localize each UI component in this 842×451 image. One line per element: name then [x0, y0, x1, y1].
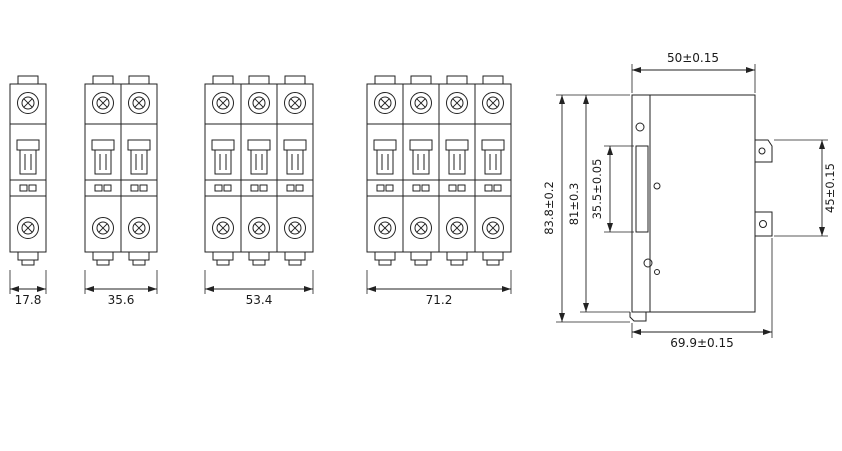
breaker-front-view-1pole: 17.8 — [9, 75, 47, 307]
dimension-recess-height — [604, 145, 634, 233]
dimension-width-3pole — [204, 270, 314, 294]
front-toggle-recess — [635, 145, 649, 233]
rivet-icon — [643, 258, 653, 268]
rivet-icon — [654, 269, 660, 275]
dimension-width-1pole — [9, 270, 47, 294]
dimension-clip-zone-height — [774, 139, 828, 237]
dimension-label-clip-zone-height: 45±0.15 — [823, 163, 837, 213]
breaker-front-view-3pole: 53.4 — [204, 75, 314, 307]
dimension-label-recess-height: 35.5±0.05 — [590, 159, 604, 220]
din-clip-lower-latch — [755, 211, 773, 237]
dimension-overall-depth — [631, 238, 773, 338]
dimension-overall-height — [556, 94, 630, 323]
din-clip-upper-hook — [755, 139, 773, 163]
dimension-label-body-height: 81±0.3 — [567, 183, 581, 226]
dimension-label-overall-height: 83.8±0.2 — [542, 181, 556, 235]
breaker-front-view-2pole: 35.6 — [84, 75, 158, 307]
rivet-icon — [635, 122, 645, 132]
dimension-label-width-3pole: 53.4 — [246, 293, 273, 307]
dimension-label-top-width: 50±0.15 — [667, 51, 719, 65]
front-views: 17.8 35.6 — [9, 75, 512, 307]
dimension-label-width-1pole: 17.8 — [15, 293, 42, 307]
breaker-front-view-4pole: 71.2 — [366, 75, 512, 307]
side-view-outline — [629, 94, 773, 322]
dimension-top-width — [631, 64, 756, 93]
dimension-body-height — [580, 95, 630, 313]
din-release-clip — [629, 312, 647, 322]
dimension-width-2pole — [84, 270, 158, 294]
dimension-label-width-4pole: 71.2 — [426, 293, 453, 307]
side-view: 50±0.15 83.8±0.2 81±0.3 35.5±0.05 45±0.1… — [542, 51, 837, 350]
rivet-icon — [653, 182, 661, 190]
dimension-label-width-2pole: 35.6 — [108, 293, 135, 307]
dimension-width-4pole — [366, 270, 512, 294]
dimension-label-overall-depth: 69.9±0.15 — [670, 336, 734, 350]
